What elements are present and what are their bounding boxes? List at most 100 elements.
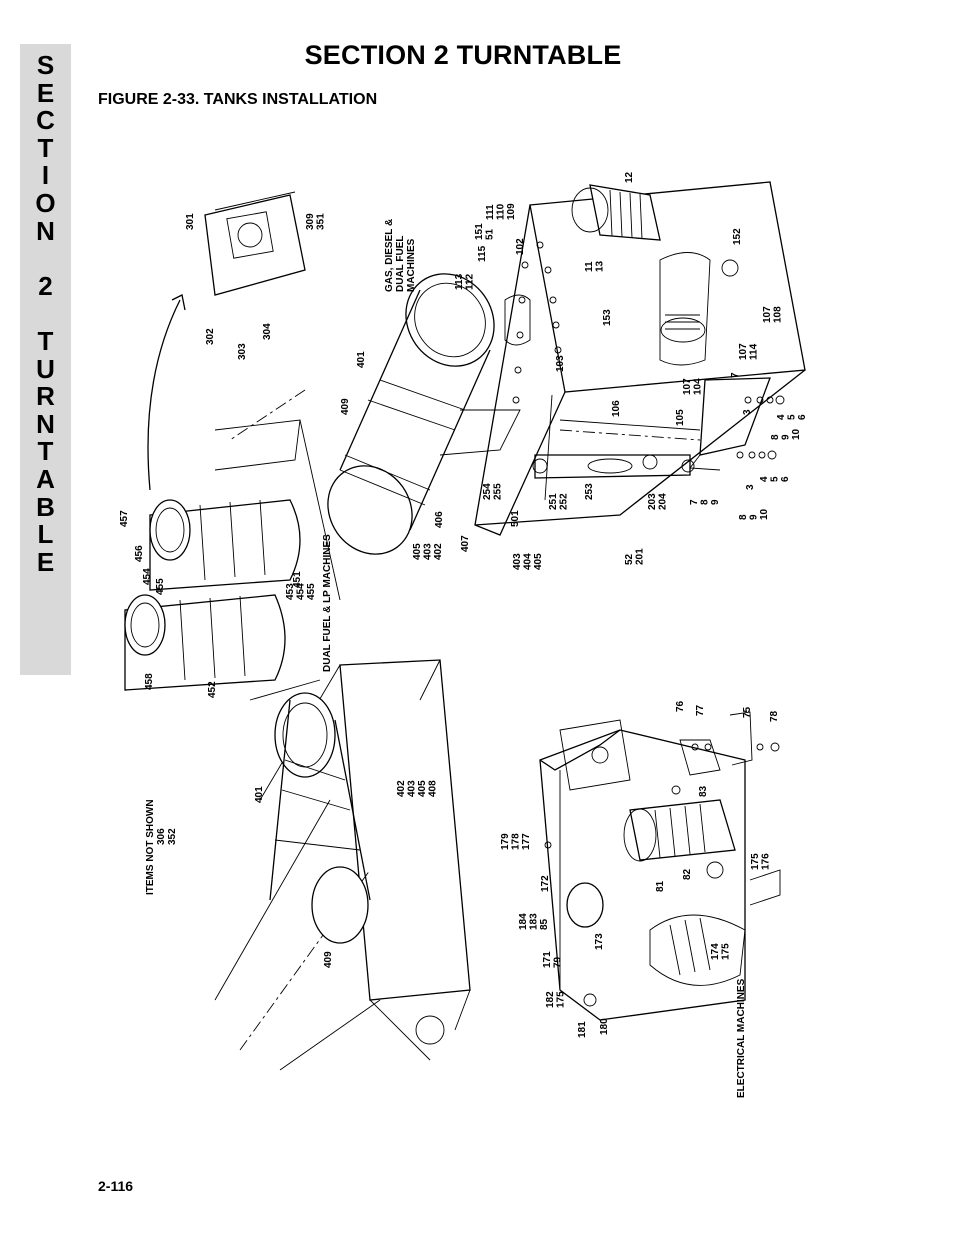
callout-number: 7 [730,372,741,378]
callout: 7 [730,372,741,378]
callout-number: 5 [770,476,781,482]
callout-number: 112 [465,273,476,290]
side-tab-letter: N [36,215,55,246]
callout-number: 405 [417,780,428,797]
callout-number: 402 [433,543,444,560]
callout-number: 404 [523,553,534,570]
callout-number: 403 [512,553,523,570]
callout-number: 79 [553,956,564,968]
callout-number: 179 [500,833,511,850]
callout-number: 7 [689,499,700,505]
callout-number: 113 [454,273,465,290]
callout: 501 [510,510,521,527]
callout-number: 409 [323,951,334,968]
callout: 152 [732,228,743,245]
callout-number: 9 [781,434,792,440]
callout: 451 [292,571,303,588]
callout-number: 182 [545,991,556,1008]
callout-number: 175 [721,943,732,960]
side-tab-letter: O [35,187,56,218]
callout-number: 9 [749,514,760,520]
callout-number: 351 [316,213,327,230]
callout-number: 110 [496,203,507,220]
callout-number: 401 [254,786,265,803]
callout-number: 83 [698,785,709,797]
callout-number: 173 [594,933,605,950]
callout: 3 [745,484,756,490]
callout: 457 [119,510,130,527]
side-tab-letter: 2 [38,270,53,301]
caption-electrical: ELECTRICAL MACHINES [736,978,747,1098]
callout-number: 407 [460,535,471,552]
callout-number: 111 [485,204,496,220]
callout-number: 403 [423,543,434,560]
callout-number: 6 [797,414,808,420]
side-tab-letter: E [36,77,55,108]
callout-number: 115 [477,245,488,262]
callout-number: 254 [482,483,493,500]
side-tab-letter: A [36,463,55,494]
side-tab-letter: T [37,325,54,356]
callout-number: 184 [518,913,529,930]
caption-gas-diesel: GAS, DIESEL & DUAL FUEL MACHINES [384,219,417,292]
callout: 76 [675,700,686,712]
callout-number: 78 [769,710,780,722]
side-tab-letter: L [37,519,54,550]
side-tab-letter: C [36,105,55,136]
callout-number: 304 [262,323,273,340]
callout-number: 107 [762,306,773,323]
callout: 172 [540,875,551,892]
callout: 456 [134,545,145,562]
callout: 103 [555,355,566,372]
callout-number: 109 [506,203,517,220]
callout-number: 5 [787,414,798,420]
side-tab-letter: B [36,491,55,522]
callout-number: 180 [599,1018,610,1035]
callout-number: 114 [749,343,760,360]
callout-number: 12 [624,171,635,183]
callout-number: 13 [595,260,606,272]
callout-number: 6 [780,476,791,482]
callout-number: 103 [555,355,566,372]
callout-number: 405 [412,543,423,560]
callout-number: 8 [770,434,781,440]
callout: 304 [262,323,273,340]
callout-number: 75 [742,706,753,718]
callout-number: 175 [750,853,761,870]
callout: 83 [698,785,709,797]
callout-number: 456 [134,545,145,562]
callout-number: 178 [511,833,522,850]
callout-number: 401 [356,351,367,368]
callout-number: 453 [285,583,296,600]
callout-number: 9 [710,499,721,505]
callout-number: 457 [119,510,130,527]
callout-number: 175 [556,991,567,1008]
callout-number: 171 [542,951,553,968]
callout: 81 [655,880,666,892]
callout: 153 [602,309,613,326]
side-tab-letter: I [41,160,50,191]
callout-number: 11 [584,261,595,272]
lp-tanks-pair [124,499,301,691]
callout-number: 51 [485,228,496,240]
callout-number: 151 [474,223,485,240]
callout: 455 [155,578,166,595]
callout-number: 10 [791,428,802,440]
callout: 302 [205,328,216,345]
callout-number: 201 [635,548,646,565]
callout: 75 [742,706,753,718]
callout-number: 108 [773,306,784,323]
callout: 181 [577,1021,588,1038]
frame-lines-upper [214,389,341,701]
